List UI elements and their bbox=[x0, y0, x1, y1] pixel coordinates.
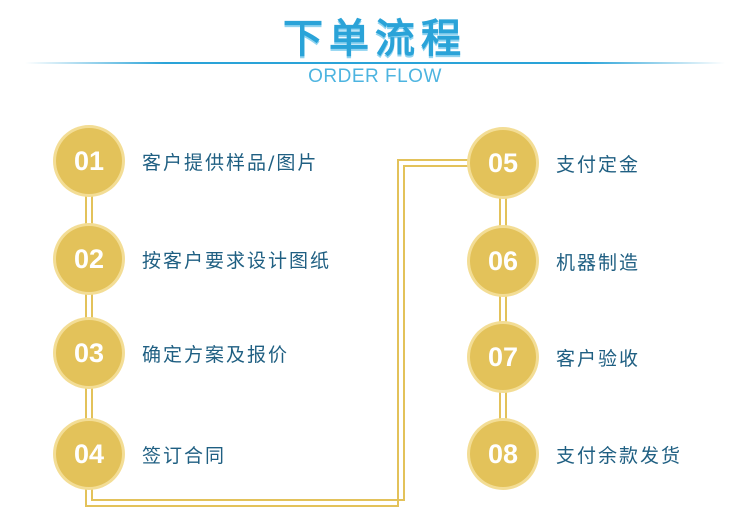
step-03: 03 确定方案及报价 bbox=[56, 320, 289, 386]
step-number-badge: 06 bbox=[470, 228, 536, 294]
step-07: 07 客户验收 bbox=[470, 324, 640, 390]
step-label: 支付余款发货 bbox=[556, 444, 683, 467]
step-04: 04 签订合同 bbox=[56, 421, 226, 487]
step-label: 客户验收 bbox=[556, 347, 641, 370]
step-label: 确定方案及报价 bbox=[142, 343, 290, 366]
step-number-badge: 01 bbox=[56, 128, 122, 194]
step-08: 08 支付余款发货 bbox=[470, 421, 682, 487]
step-number-badge: 05 bbox=[470, 130, 536, 196]
page-subtitle: ORDER FLOW bbox=[308, 66, 442, 87]
step-label: 支付定金 bbox=[556, 153, 641, 176]
step-number-badge: 07 bbox=[470, 324, 536, 390]
step-label: 按客户要求设计图纸 bbox=[142, 249, 332, 272]
step-number-badge: 08 bbox=[470, 421, 536, 487]
page-title: 下单流程 bbox=[283, 16, 467, 62]
title-divider bbox=[25, 62, 725, 64]
step-label: 签订合同 bbox=[142, 444, 227, 467]
step-number-badge: 02 bbox=[56, 226, 122, 292]
step-01: 01 客户提供样品/图片 bbox=[56, 128, 318, 194]
step-06: 06 机器制造 bbox=[470, 228, 640, 294]
step-05: 05 支付定金 bbox=[470, 130, 640, 196]
step-number-badge: 03 bbox=[56, 320, 122, 386]
step-label: 客户提供样品/图片 bbox=[142, 151, 319, 174]
step-label: 机器制造 bbox=[556, 251, 641, 274]
step-02: 02 按客户要求设计图纸 bbox=[56, 226, 331, 292]
step-number-badge: 04 bbox=[56, 421, 122, 487]
